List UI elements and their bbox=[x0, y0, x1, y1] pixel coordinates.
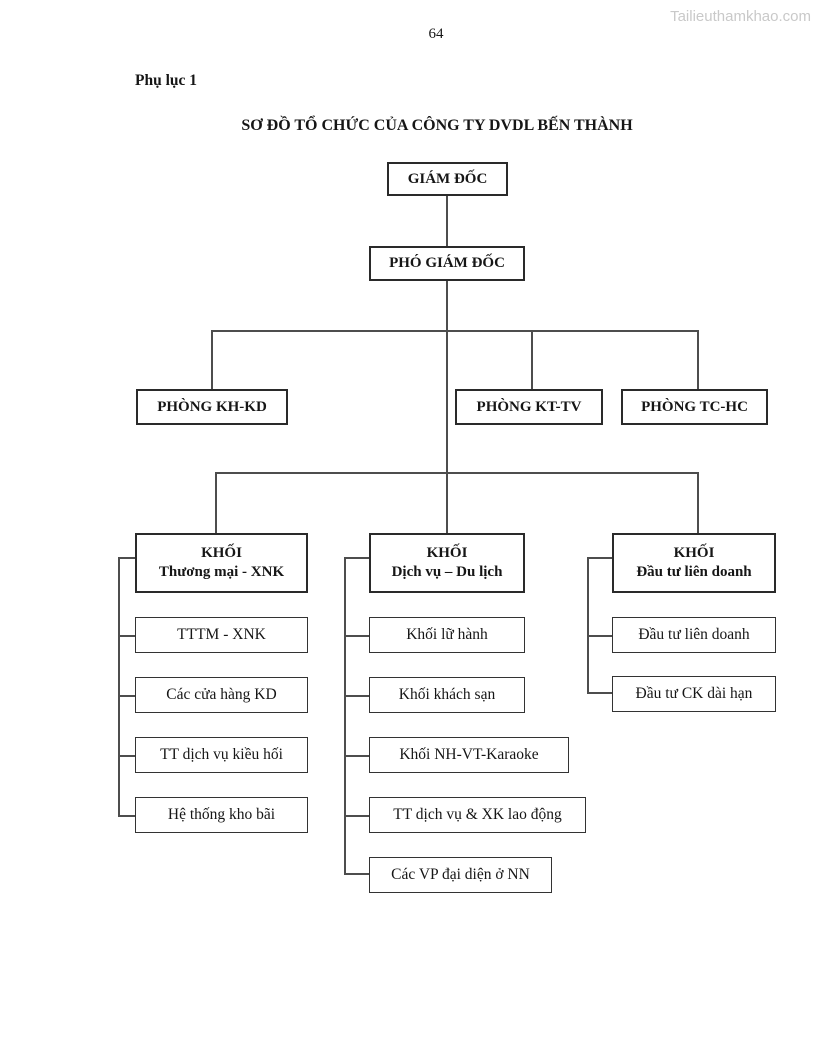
box-group1-item-1: TTTM - XNK bbox=[135, 617, 308, 653]
box-group3-item-2: Đầu tư CK dài hạn bbox=[612, 676, 776, 712]
box-group2-item-5: Các VP đại diện ở NN bbox=[369, 857, 552, 893]
group2-rail bbox=[344, 557, 346, 875]
box-group1-header: KHỐI Thương mại - XNK bbox=[135, 533, 308, 593]
group1-stub-3 bbox=[118, 755, 135, 757]
group3-stub-2 bbox=[587, 692, 612, 694]
group1-stub-4 bbox=[118, 815, 135, 817]
group3-title: KHỐI bbox=[673, 545, 715, 562]
group3-stub-1 bbox=[587, 635, 612, 637]
box-group2-item-4: TT dịch vụ & XK lao động bbox=[369, 797, 586, 833]
connector-groups-rail bbox=[215, 472, 699, 474]
box-group2-item-2: Khối khách sạn bbox=[369, 677, 525, 713]
box-group3-header: KHỐI Đầu tư liên doanh bbox=[612, 533, 776, 593]
connector-drop-group3 bbox=[697, 472, 699, 533]
connector-director-deputy bbox=[446, 196, 448, 246]
group2-stub-5 bbox=[344, 873, 369, 875]
group1-subtitle: Thương mại - XNK bbox=[158, 564, 285, 580]
group1-stub-1 bbox=[118, 635, 135, 637]
connector-drop-tc-hc bbox=[697, 330, 699, 389]
group2-title: KHỐI bbox=[426, 545, 468, 562]
box-group3-item-1: Đầu tư liên doanh bbox=[612, 617, 776, 653]
group1-stub-2 bbox=[118, 695, 135, 697]
group3-rail bbox=[587, 557, 589, 694]
connector-departments-rail bbox=[211, 330, 699, 332]
group3-stub-head bbox=[587, 557, 612, 559]
box-deputy-director: PHÓ GIÁM ĐỐC bbox=[369, 246, 525, 281]
box-group1-item-4: Hệ thống kho bãi bbox=[135, 797, 308, 833]
appendix-label: Phụ lục 1 bbox=[135, 72, 198, 89]
page-number: 64 bbox=[428, 26, 444, 42]
box-dept-kt-tv: PHÒNG KT-TV bbox=[455, 389, 603, 425]
group2-stub-3 bbox=[344, 755, 369, 757]
box-dept-tc-hc: PHÒNG TC-HC bbox=[621, 389, 768, 425]
group1-rail bbox=[118, 557, 120, 817]
connector-deputy-trunk bbox=[446, 281, 448, 533]
group3-subtitle: Đầu tư liên doanh bbox=[636, 564, 752, 580]
box-group1-item-2: Các cửa hàng KD bbox=[135, 677, 308, 713]
box-group2-item-3: Khối NH-VT-Karaoke bbox=[369, 737, 569, 773]
box-dept-kh-kd: PHÒNG KH-KD bbox=[136, 389, 288, 425]
connector-drop-kt-tv bbox=[531, 330, 533, 389]
connector-drop-group1 bbox=[215, 472, 217, 533]
box-group1-item-3: TT dịch vụ kiều hối bbox=[135, 737, 308, 773]
box-group2-item-1: Khối lữ hành bbox=[369, 617, 525, 653]
page-title: SƠ ĐỒ TỔ CHỨC CỦA CÔNG TY DVDL BẾN THÀNH bbox=[241, 117, 633, 134]
connector-drop-kh-kd bbox=[211, 330, 213, 389]
box-group2-header: KHỐI Dịch vụ – Du lịch bbox=[369, 533, 525, 593]
group2-stub-2 bbox=[344, 695, 369, 697]
watermark: Tailieuthamkhao.com bbox=[670, 8, 811, 25]
group2-stub-head bbox=[344, 557, 369, 559]
box-director: GIÁM ĐỐC bbox=[387, 162, 508, 196]
group1-title: KHỐI bbox=[201, 545, 242, 562]
group2-stub-1 bbox=[344, 635, 369, 637]
group1-stub-head bbox=[118, 557, 135, 559]
group2-stub-4 bbox=[344, 815, 369, 817]
group2-subtitle: Dịch vụ – Du lịch bbox=[391, 564, 503, 580]
